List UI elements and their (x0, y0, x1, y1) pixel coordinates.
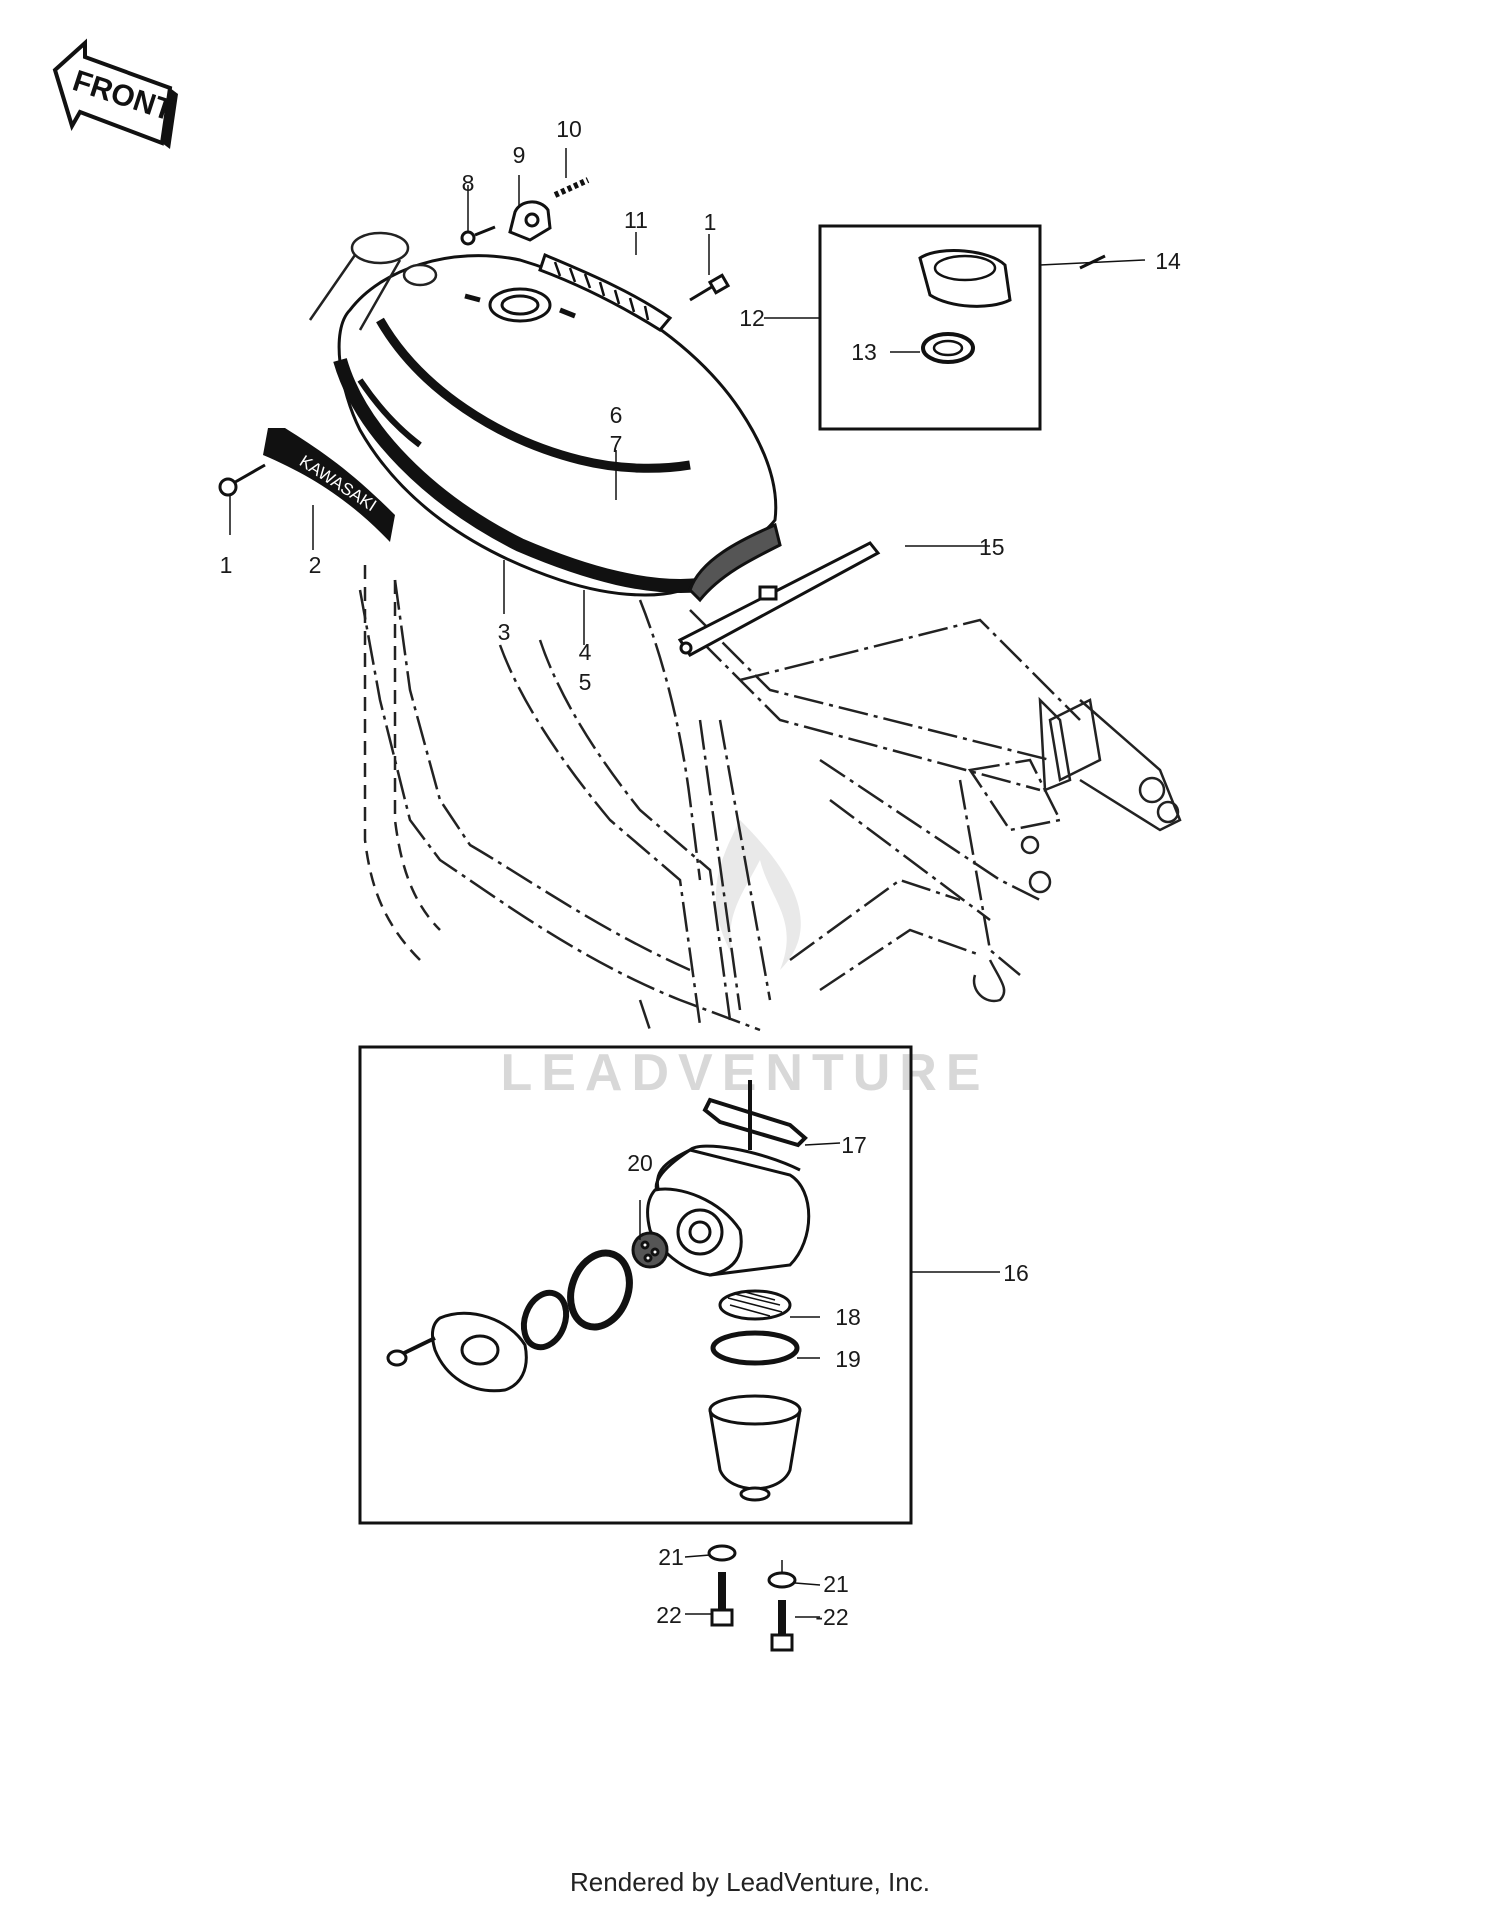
mount-bolts (707, 1544, 797, 1652)
frame-rear-loop (972, 696, 1182, 1003)
callout-15: 15 (979, 534, 1005, 560)
callout-labels: 1 2 3 4 5 6 7 8 9 10 11 1 12 13 14 15 16… (220, 116, 1181, 1630)
fuel-tank (333, 254, 782, 603)
callout-19: 19 (835, 1346, 861, 1372)
callout-4: 4 (579, 639, 592, 665)
fuel-cap-inset (818, 224, 1106, 431)
svg-text:KAWASAKI: KAWASAKI (296, 452, 380, 516)
leader-lines (229, 148, 1146, 1618)
steering-head (308, 231, 438, 331)
callout-1-left: 1 (220, 552, 233, 578)
frame-outline (358, 579, 1081, 1032)
callout-12: 12 (739, 305, 765, 331)
callout-21-right: 21 (823, 1571, 849, 1597)
callout-14: 14 (1155, 248, 1181, 274)
footer-credit: Rendered by LeadVenture, Inc. (570, 1867, 930, 1897)
callout-5: 5 (579, 669, 592, 695)
callout-20: 20 (627, 1150, 653, 1176)
callout-11: 11 (624, 207, 648, 233)
callout-13: 13 (851, 339, 877, 365)
callout-8: 8 (462, 170, 475, 196)
callout-22-right: -22 (815, 1604, 848, 1630)
fuel-petcock (386, 1080, 811, 1502)
callout-17: 17 (841, 1132, 867, 1158)
callout-22-left: 22 (656, 1602, 682, 1628)
leadventure-watermark: LEADVENTURE (500, 820, 989, 1102)
callout-6: 6 (610, 402, 623, 428)
callout-2: 2 (309, 552, 322, 578)
tank-strap (677, 541, 881, 657)
callout-1-right: 1 (704, 209, 717, 235)
screw-icon (218, 273, 731, 497)
fuel-petcock-inset (358, 1045, 913, 1525)
callout-16: 16 (1003, 1260, 1029, 1286)
callout-7: 7 (610, 431, 623, 457)
svg-text:LEADVENTURE: LEADVENTURE (500, 1044, 989, 1102)
front-arrow-icon: FRONT (52, 38, 178, 149)
callout-9: 9 (513, 142, 526, 168)
callout-18: 18 (835, 1304, 861, 1330)
callout-21-left: 21 (658, 1544, 684, 1570)
cap-lock-parts (460, 177, 590, 246)
callout-3: 3 (498, 619, 511, 645)
callout-10: 10 (556, 116, 582, 142)
knee-pad (538, 252, 673, 332)
frame-dashed-lines (363, 565, 441, 961)
